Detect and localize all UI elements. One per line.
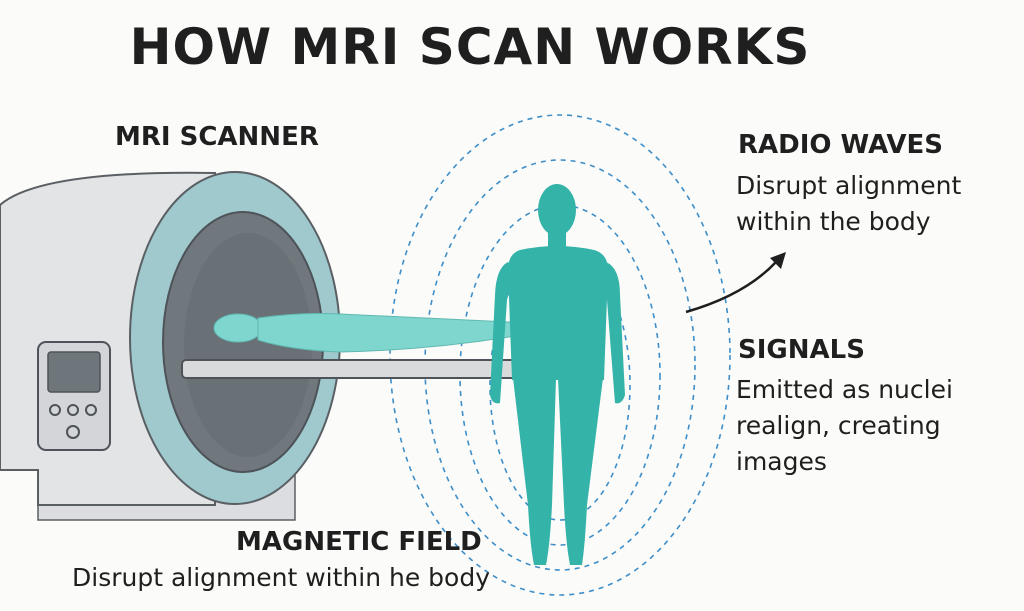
radio-waves-desc-line2: within the body: [736, 207, 931, 236]
arrow-head: [770, 252, 786, 269]
figure-right-arm: [600, 262, 625, 404]
patient-body: [257, 313, 516, 353]
radio-wave-arrow: [685, 252, 786, 314]
control-button-1: [49, 404, 61, 416]
scanner-bore-inner: [184, 233, 312, 457]
signals-desc: Emitted as nuclei realign, creating imag…: [736, 372, 996, 480]
signals-desc-line3: images: [736, 447, 827, 476]
control-button-4: [66, 425, 80, 439]
control-panel: [37, 341, 111, 451]
figure-left-leg: [513, 378, 556, 565]
arrow-shaft: [685, 261, 777, 314]
magnetic-field-heading: MAGNETIC FIELD: [236, 527, 482, 557]
scanner-label: MRI SCANNER: [115, 122, 319, 152]
magnetic-field-desc: Disrupt alignment within he body: [72, 563, 490, 592]
figure-head: [538, 184, 576, 236]
figure-left-arm: [490, 262, 514, 404]
control-button-3: [85, 404, 97, 416]
patient-head: [213, 313, 263, 343]
signals-heading: SIGNALS: [738, 335, 865, 365]
radio-waves-desc: Disrupt alignment within the body: [736, 168, 996, 240]
control-panel-screen: [47, 351, 101, 393]
radio-waves-desc-line1: Disrupt alignment: [736, 171, 962, 200]
signals-desc-line1: Emitted as nuclei: [736, 375, 953, 404]
control-button-2: [67, 404, 79, 416]
figure-right-leg: [558, 378, 603, 565]
patient-table: [181, 359, 519, 379]
figure-neck: [548, 230, 566, 248]
radio-waves-heading: RADIO WAVES: [738, 130, 944, 160]
page-title: HOW MRI SCAN WORKS: [129, 18, 811, 76]
signals-desc-line2: realign, creating: [736, 411, 941, 440]
figure-torso: [508, 246, 608, 380]
field-line-outer: [389, 114, 731, 596]
field-line-2: [424, 159, 696, 571]
human-figure: [490, 184, 625, 565]
patient-lying: [213, 313, 516, 353]
